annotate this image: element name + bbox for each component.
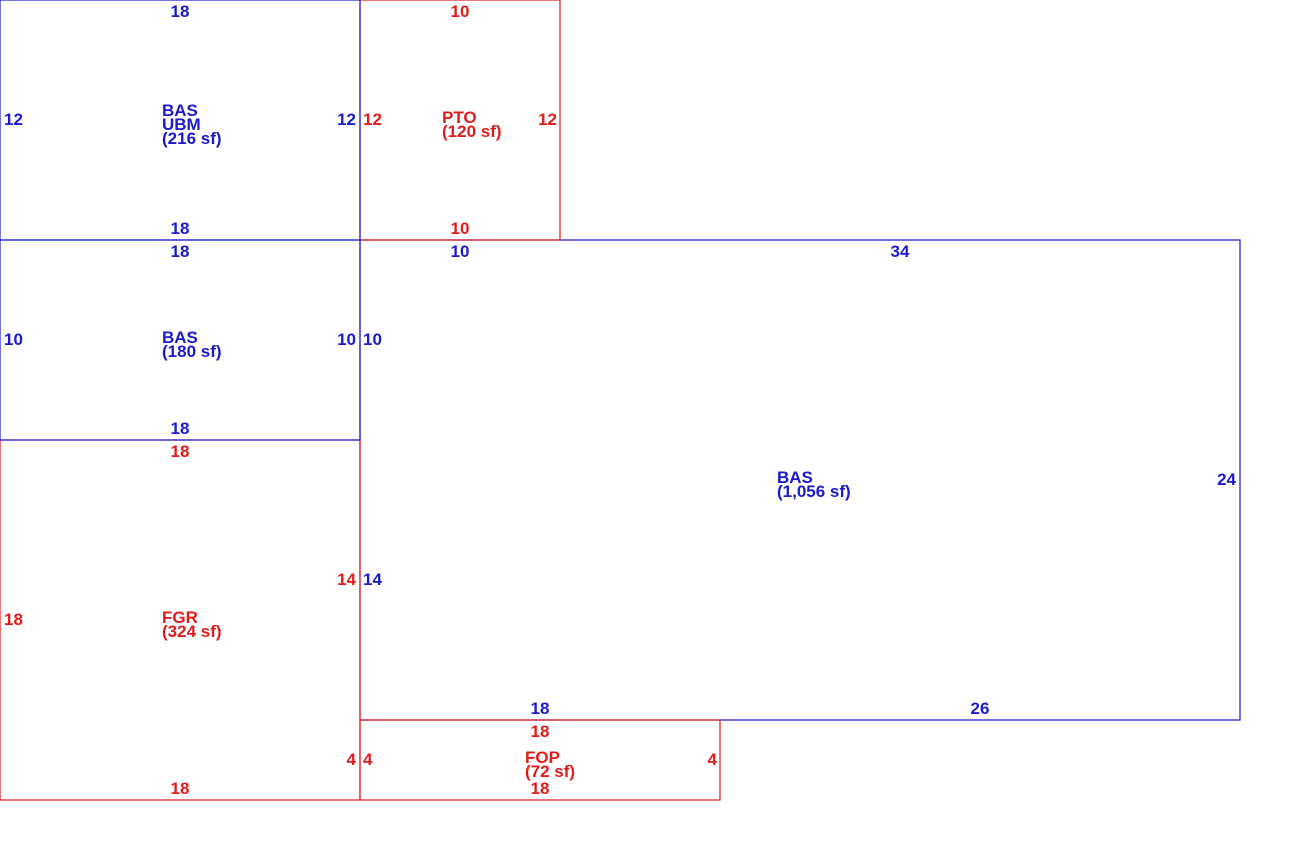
area-name: BAS [777, 468, 813, 487]
dim-label: 14 [363, 570, 382, 589]
dim-label: 24 [1217, 470, 1236, 489]
dim-label: 12 [538, 110, 557, 129]
area-size: (180 sf) [162, 342, 222, 361]
dim-label: 10 [451, 219, 470, 238]
dim-label: 10 [363, 330, 382, 349]
area-name: BAS [162, 101, 198, 120]
area-name: FGR [162, 608, 198, 627]
dim-label: 4 [347, 750, 357, 769]
dim-label: 10 [451, 2, 470, 21]
dim-label: 18 [531, 722, 550, 741]
area-size: (120 sf) [442, 122, 502, 141]
area-bas-ubm: 18 18 12 12 BAS UBM (216 sf) [4, 2, 356, 238]
dim-label: 18 [171, 442, 190, 461]
dim-label: 18 [171, 779, 190, 798]
area-bas-main: 10 34 10 14 24 18 26 BAS (1,056 sf) [363, 242, 1237, 718]
dim-label: 18 [171, 419, 190, 438]
dim-label: 18 [531, 699, 550, 718]
area-size: (216 sf) [162, 129, 222, 148]
bas-ubm-outline [0, 0, 361, 241]
dim-label: 10 [4, 330, 23, 349]
dim-label: 26 [971, 699, 990, 718]
area-size: (72 sf) [525, 762, 575, 781]
dim-label: 18 [171, 242, 190, 261]
dim-label: 4 [708, 750, 718, 769]
area-fgr: 18 18 18 14 4 FGR (324 sf) [4, 442, 357, 798]
area-pto: 10 10 12 12 PTO (120 sf) [363, 2, 557, 238]
area-size: (324 sf) [162, 622, 222, 641]
dim-label: 18 [531, 779, 550, 798]
area-size: (1,056 sf) [777, 482, 851, 501]
area-name: UBM [162, 115, 201, 134]
dim-label: 34 [891, 242, 910, 261]
dim-label: 14 [337, 570, 356, 589]
dim-label: 12 [337, 110, 356, 129]
dim-label: 4 [363, 750, 373, 769]
dim-label: 12 [363, 110, 382, 129]
dim-label: 12 [4, 110, 23, 129]
dim-label: 18 [171, 2, 190, 21]
area-fop: 18 18 4 4 FOP (72 sf) [363, 722, 718, 798]
dim-label: 10 [337, 330, 356, 349]
fop-outline [359, 719, 721, 801]
dim-label: 18 [4, 610, 23, 629]
dim-label: 10 [451, 242, 470, 261]
area-name: BAS [162, 328, 198, 347]
area-name: PTO [442, 108, 477, 127]
area-bas-small: 18 18 10 10 BAS (180 sf) [4, 242, 356, 438]
area-name: FOP [525, 748, 560, 767]
dim-label: 18 [171, 219, 190, 238]
